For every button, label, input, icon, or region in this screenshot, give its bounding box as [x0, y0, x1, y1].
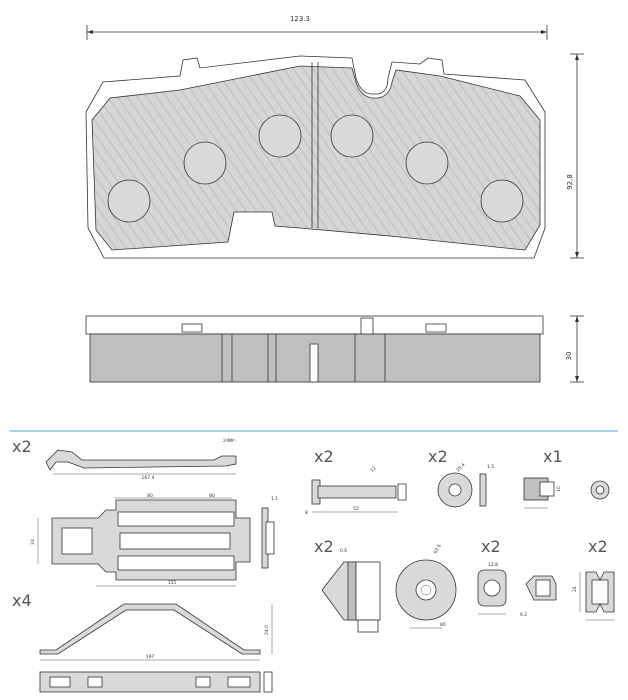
accessory-wear-sensor: x1 10	[523, 447, 610, 509]
svg-text:52: 52	[353, 506, 359, 512]
svg-text:12: 12	[369, 465, 377, 473]
qty-clip: x2	[588, 537, 608, 556]
accessory-cross-spring: x4 197 24.0	[12, 591, 273, 693]
svg-text:0.6: 0.6	[340, 548, 347, 554]
svg-text:80: 80	[147, 493, 153, 499]
accessory-spring-clip: x2 167.4 2.04 80 80 155 24 1.1	[12, 437, 278, 587]
svg-text:2.04: 2.04	[223, 438, 233, 444]
accessory-clip: x2 24	[572, 537, 615, 621]
svg-text:80: 80	[209, 493, 215, 499]
pad-front-view: 123.3 92.8	[85, 15, 584, 259]
qty-pin: x2	[314, 447, 334, 466]
svg-text:197: 197	[146, 654, 155, 660]
svg-text:167.4: 167.4	[142, 475, 155, 481]
pad-thickness-dimension: 30	[565, 352, 573, 361]
pad-height-dimension: 92.8	[566, 174, 574, 190]
qty-spring-clip: x2	[12, 437, 32, 456]
svg-text:8: 8	[305, 510, 308, 516]
svg-text:12.8: 12.8	[488, 562, 498, 568]
accessory-plug: x2 0.6	[314, 537, 381, 633]
svg-text:24.0: 24.0	[264, 625, 270, 635]
accessory-bushing: 80 63.6	[395, 543, 457, 629]
svg-text:24: 24	[572, 586, 578, 592]
svg-text:25.4: 25.4	[455, 462, 466, 473]
svg-text:6.2: 6.2	[520, 612, 527, 618]
qty-cross-spring: x4	[12, 591, 32, 610]
accessory-washer: x2 25.4 1.5	[428, 447, 494, 508]
pad-side-view: 30	[85, 315, 584, 383]
svg-text:1.5: 1.5	[487, 464, 494, 470]
qty-washer: x2	[428, 447, 448, 466]
accessory-ring: x2 12.8 6.2	[477, 537, 557, 618]
svg-text:155: 155	[168, 580, 177, 586]
svg-text:63.6: 63.6	[433, 543, 443, 555]
svg-text:10: 10	[556, 486, 562, 492]
svg-text:1.1: 1.1	[271, 496, 278, 502]
svg-text:24: 24	[30, 539, 36, 545]
accessory-pin: x2 52 8 12	[305, 447, 407, 516]
qty-plug: x2	[314, 537, 334, 556]
qty-bushing: x2	[481, 537, 501, 556]
pad-width-dimension: 123.3	[290, 15, 310, 23]
svg-text:80: 80	[440, 622, 446, 628]
qty-sensor: x1	[543, 447, 563, 466]
